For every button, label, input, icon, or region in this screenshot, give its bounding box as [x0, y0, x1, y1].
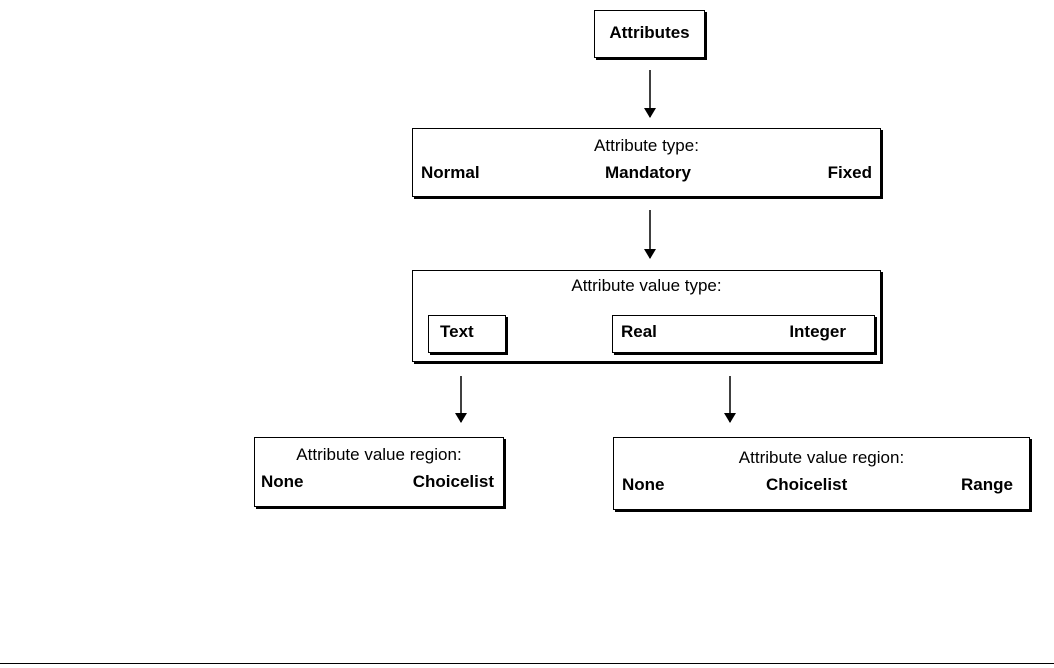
numeric-value-region-none: None [622, 475, 665, 494]
numeric-value-type-real: Real [621, 322, 657, 341]
numeric-value-region-node: Attribute value region: None Choicelist … [613, 437, 1030, 510]
text-value-region-none: None [261, 472, 304, 491]
attribute-value-type-node: Attribute value type: Text Real Integer [412, 270, 881, 362]
attribute-type-node: Attribute type: Normal Mandatory Fixed [412, 128, 881, 197]
text-value-region-title: Attribute value region: [296, 445, 462, 464]
text-value-region-node: Attribute value region: None Choicelist [254, 437, 504, 507]
attribute-type-normal: Normal [421, 163, 480, 182]
attributes-label: Attributes [609, 23, 690, 42]
bottom-rule [0, 663, 1054, 664]
text-value-region-choicelist: Choicelist [412, 472, 494, 491]
attributes-node: Attributes [594, 10, 705, 58]
attribute-type-fixed: Fixed [827, 163, 872, 182]
attribute-type-title: Attribute type: [594, 136, 699, 155]
text-value-type-label: Text [440, 322, 474, 341]
numeric-value-type-box: Real Integer [612, 315, 875, 353]
attribute-value-type-title: Attribute value type: [571, 276, 722, 295]
numeric-value-region-choicelist: Choicelist [766, 475, 848, 494]
numeric-value-region-title: Attribute value region: [738, 448, 905, 467]
text-value-type-box: Text [428, 315, 506, 353]
numeric-value-type-integer: Integer [789, 322, 846, 341]
numeric-value-region-range: Range [961, 475, 1013, 494]
attribute-type-mandatory: Mandatory [605, 163, 691, 182]
